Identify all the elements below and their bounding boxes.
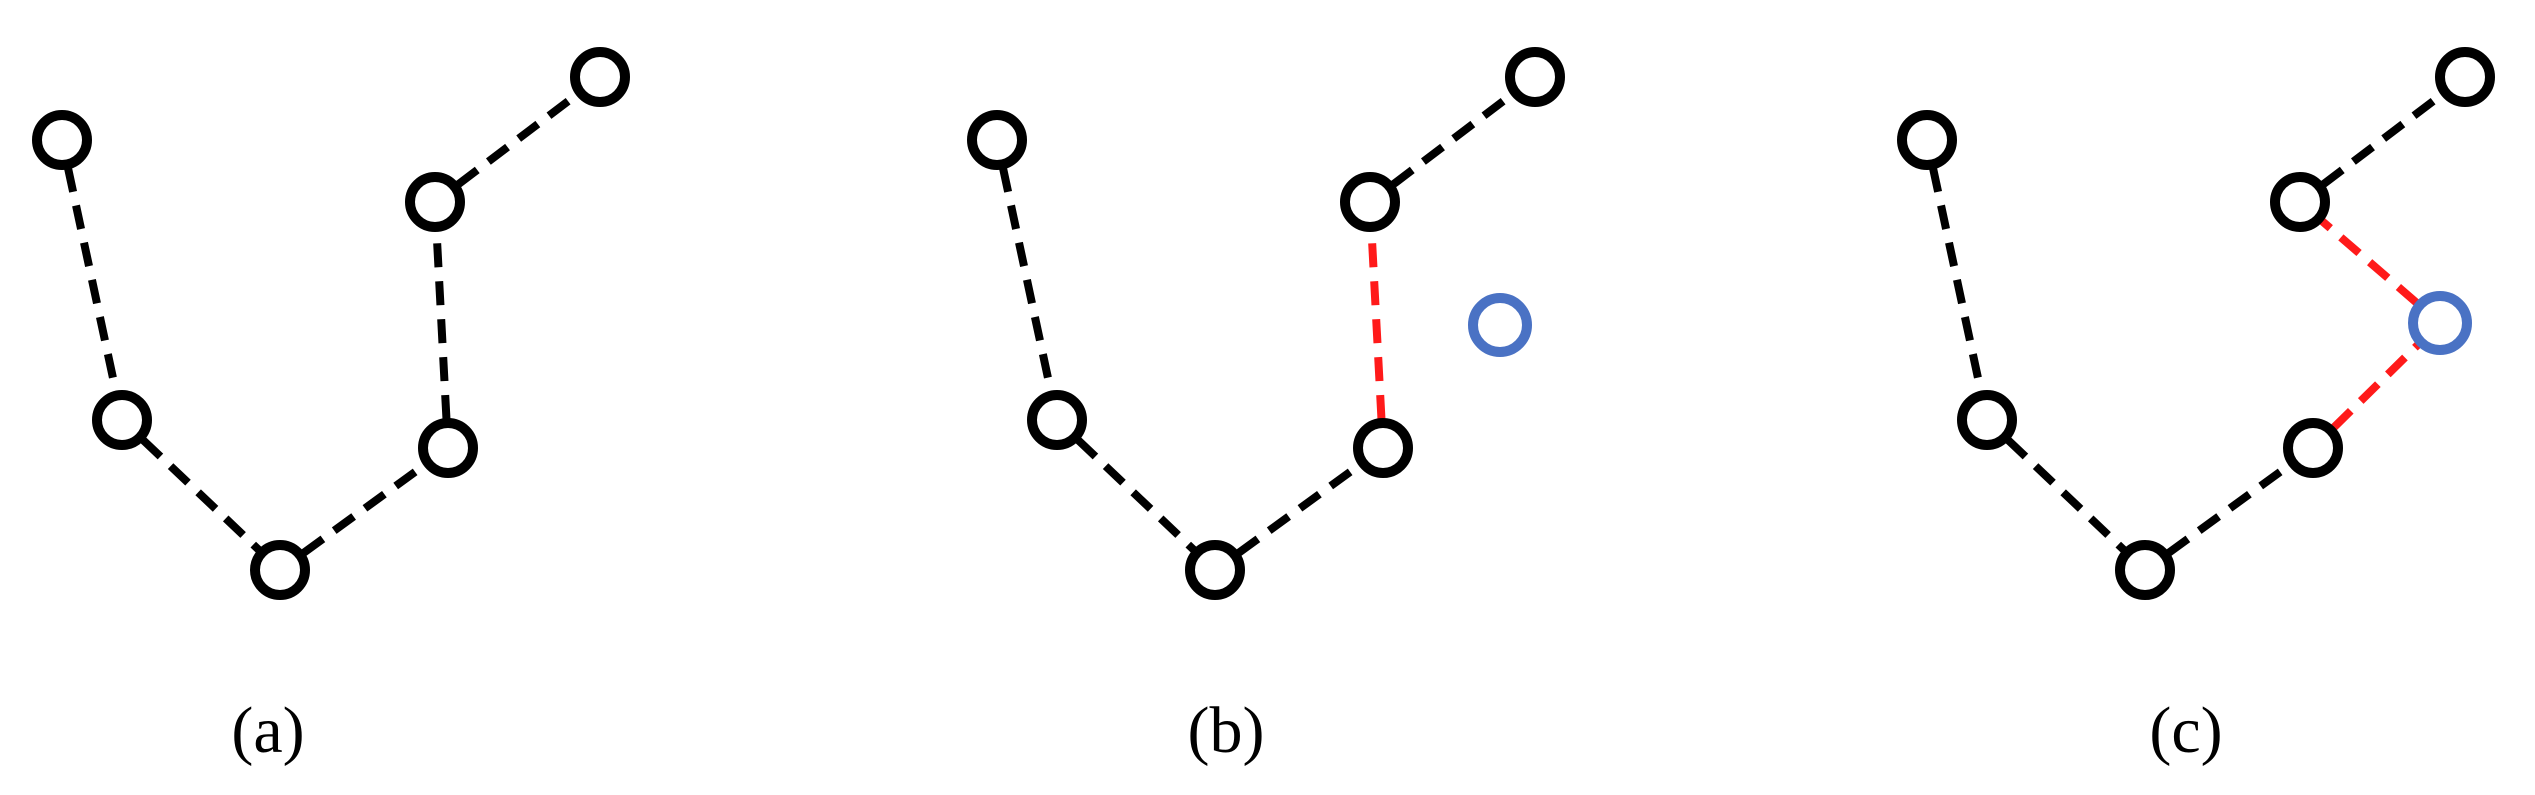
panel-c-edge-n4-new-highlighted xyxy=(2330,341,2421,431)
panel-b-edge-n2-n3 xyxy=(1075,437,1197,553)
panel-b-new-node xyxy=(1468,293,1532,357)
panel-a: (a) xyxy=(32,47,630,767)
panel-b: (b) xyxy=(967,47,1565,767)
panel-a-edge-n3-n4 xyxy=(301,461,427,557)
panel-b-node-n6 xyxy=(1505,47,1565,107)
panel-a-edge-n2-n3 xyxy=(140,437,262,553)
panel-b-edge-n5-n6 xyxy=(1390,91,1515,188)
panel-c-node-n5 xyxy=(2270,172,2330,232)
panel-c-node-n1 xyxy=(1897,110,1957,170)
panel-a-node-n4 xyxy=(418,418,478,478)
panel-c-new-node xyxy=(2408,291,2472,355)
panel-c-node-n6 xyxy=(2435,47,2495,107)
panel-b-node-n4 xyxy=(1353,418,1413,478)
panel-b-node-n2 xyxy=(1027,390,1087,450)
panel-a-edge-n1-n2 xyxy=(64,167,120,393)
panel-c-edges xyxy=(1929,91,2445,557)
panel-a-node-n2 xyxy=(92,390,152,450)
panel-c-edge-n5-n6 xyxy=(2320,91,2445,188)
panel-b-label: (b) xyxy=(1188,694,1265,767)
panel-a-node-n5 xyxy=(405,172,465,232)
panel-b-edge-n3-n4 xyxy=(1236,461,1362,557)
panel-b-edge-n1-n2 xyxy=(999,167,1055,393)
panel-c-label: (c) xyxy=(2149,694,2222,767)
panel-a-edge-n4-n5 xyxy=(432,230,451,420)
panel-b-node-n3 xyxy=(1185,540,1245,600)
panel-b-edges xyxy=(999,91,1515,557)
panel-c-node-n2 xyxy=(1957,390,2017,450)
panel-c-edge-n1-n2 xyxy=(1929,167,1985,393)
panel-b-node-n5 xyxy=(1340,172,1400,232)
panel-b-edge-n4-n5-highlighted xyxy=(1367,230,1386,420)
panel-a-edges xyxy=(64,91,580,557)
panel-a-node-n1 xyxy=(32,110,92,170)
panel-a-node-n6 xyxy=(570,47,630,107)
panel-c-edge-n3-n4 xyxy=(2166,461,2292,557)
panel-a-edge-n5-n6 xyxy=(455,91,580,188)
panel-b-nodes xyxy=(967,47,1565,600)
panel-a-nodes xyxy=(32,47,630,600)
panel-c-edge-new-n5-highlighted xyxy=(2319,217,2420,306)
panel-a-label: (a) xyxy=(231,694,304,767)
panel-c-edge-n2-n3 xyxy=(2005,437,2127,553)
panel-c: (c) xyxy=(1897,47,2495,767)
panel-a-node-n3 xyxy=(250,540,310,600)
panel-c-nodes xyxy=(1897,47,2495,600)
panel-b-node-n1 xyxy=(967,110,1027,170)
panel-c-node-n3 xyxy=(2115,540,2175,600)
panel-c-node-n4 xyxy=(2283,418,2343,478)
